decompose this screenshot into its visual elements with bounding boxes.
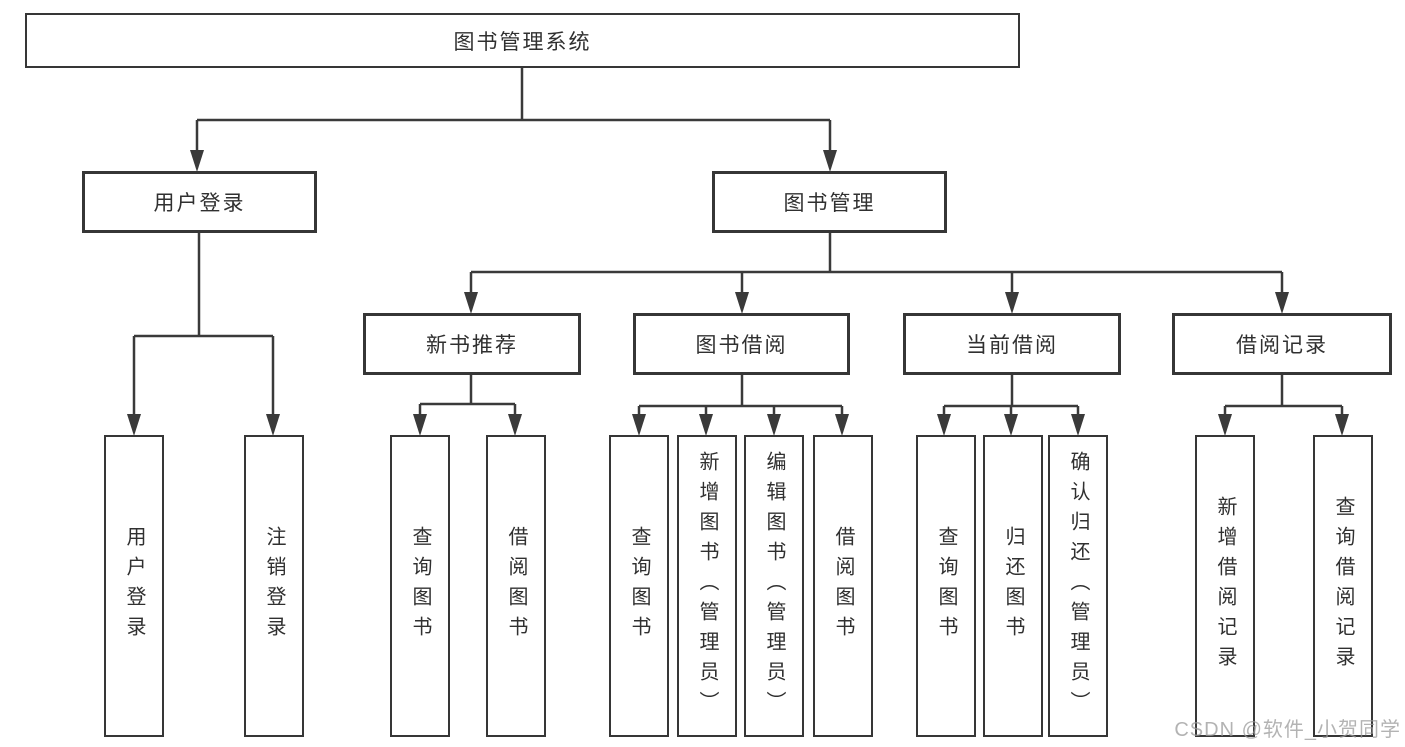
leaf-label: 确认归还（管理员）	[1067, 451, 1089, 721]
leaf-borrow-books: 借阅图书	[813, 435, 873, 737]
leaf-label: 查询图书	[628, 526, 650, 646]
leaf-label: 新增图书（管理员）	[696, 451, 718, 721]
leaf-add-books-admin: 新增图书（管理员）	[677, 435, 737, 737]
csdn-watermark: CSDN @软件_小贺同学	[1174, 719, 1401, 741]
leaf-user-login: 用户登录	[104, 435, 164, 737]
leaf-label: 注销登录	[263, 526, 285, 646]
leaf-borrow-books-recommend: 借阅图书	[486, 435, 546, 737]
leaf-add-borrow-record: 新增借阅记录	[1195, 435, 1255, 737]
leaf-query-books-current: 查询图书	[916, 435, 976, 737]
node-current-borrow: 当前借阅	[903, 313, 1121, 375]
leaf-label: 查询借阅记录	[1332, 496, 1354, 676]
leaf-query-borrow-record: 查询借阅记录	[1313, 435, 1373, 737]
node-borrow-records: 借阅记录	[1172, 313, 1392, 375]
node-book-management: 图书管理	[712, 171, 947, 233]
node-book-borrow: 图书借阅	[633, 313, 850, 375]
leaf-label: 编辑图书（管理员）	[763, 451, 785, 721]
leaf-query-books-recommend: 查询图书	[390, 435, 450, 737]
leaf-edit-books-admin: 编辑图书（管理员）	[744, 435, 804, 737]
node-user-login-branch: 用户登录	[82, 171, 317, 233]
node-library-management-system: 图书管理系统	[25, 13, 1020, 68]
leaf-label: 用户登录	[123, 526, 145, 646]
leaf-return-books: 归还图书	[983, 435, 1043, 737]
leaf-label: 查询图书	[935, 526, 957, 646]
leaf-label: 新增借阅记录	[1214, 496, 1236, 676]
leaf-label: 借阅图书	[505, 526, 527, 646]
leaf-label: 查询图书	[409, 526, 431, 646]
leaf-confirm-return-admin: 确认归还（管理员）	[1048, 435, 1108, 737]
arrowheads	[127, 150, 1349, 436]
node-new-book-recommend: 新书推荐	[363, 313, 581, 375]
leaf-logout: 注销登录	[244, 435, 304, 737]
leaf-label: 借阅图书	[832, 526, 854, 646]
leaf-label: 归还图书	[1002, 526, 1024, 646]
leaf-query-books-borrow: 查询图书	[609, 435, 669, 737]
